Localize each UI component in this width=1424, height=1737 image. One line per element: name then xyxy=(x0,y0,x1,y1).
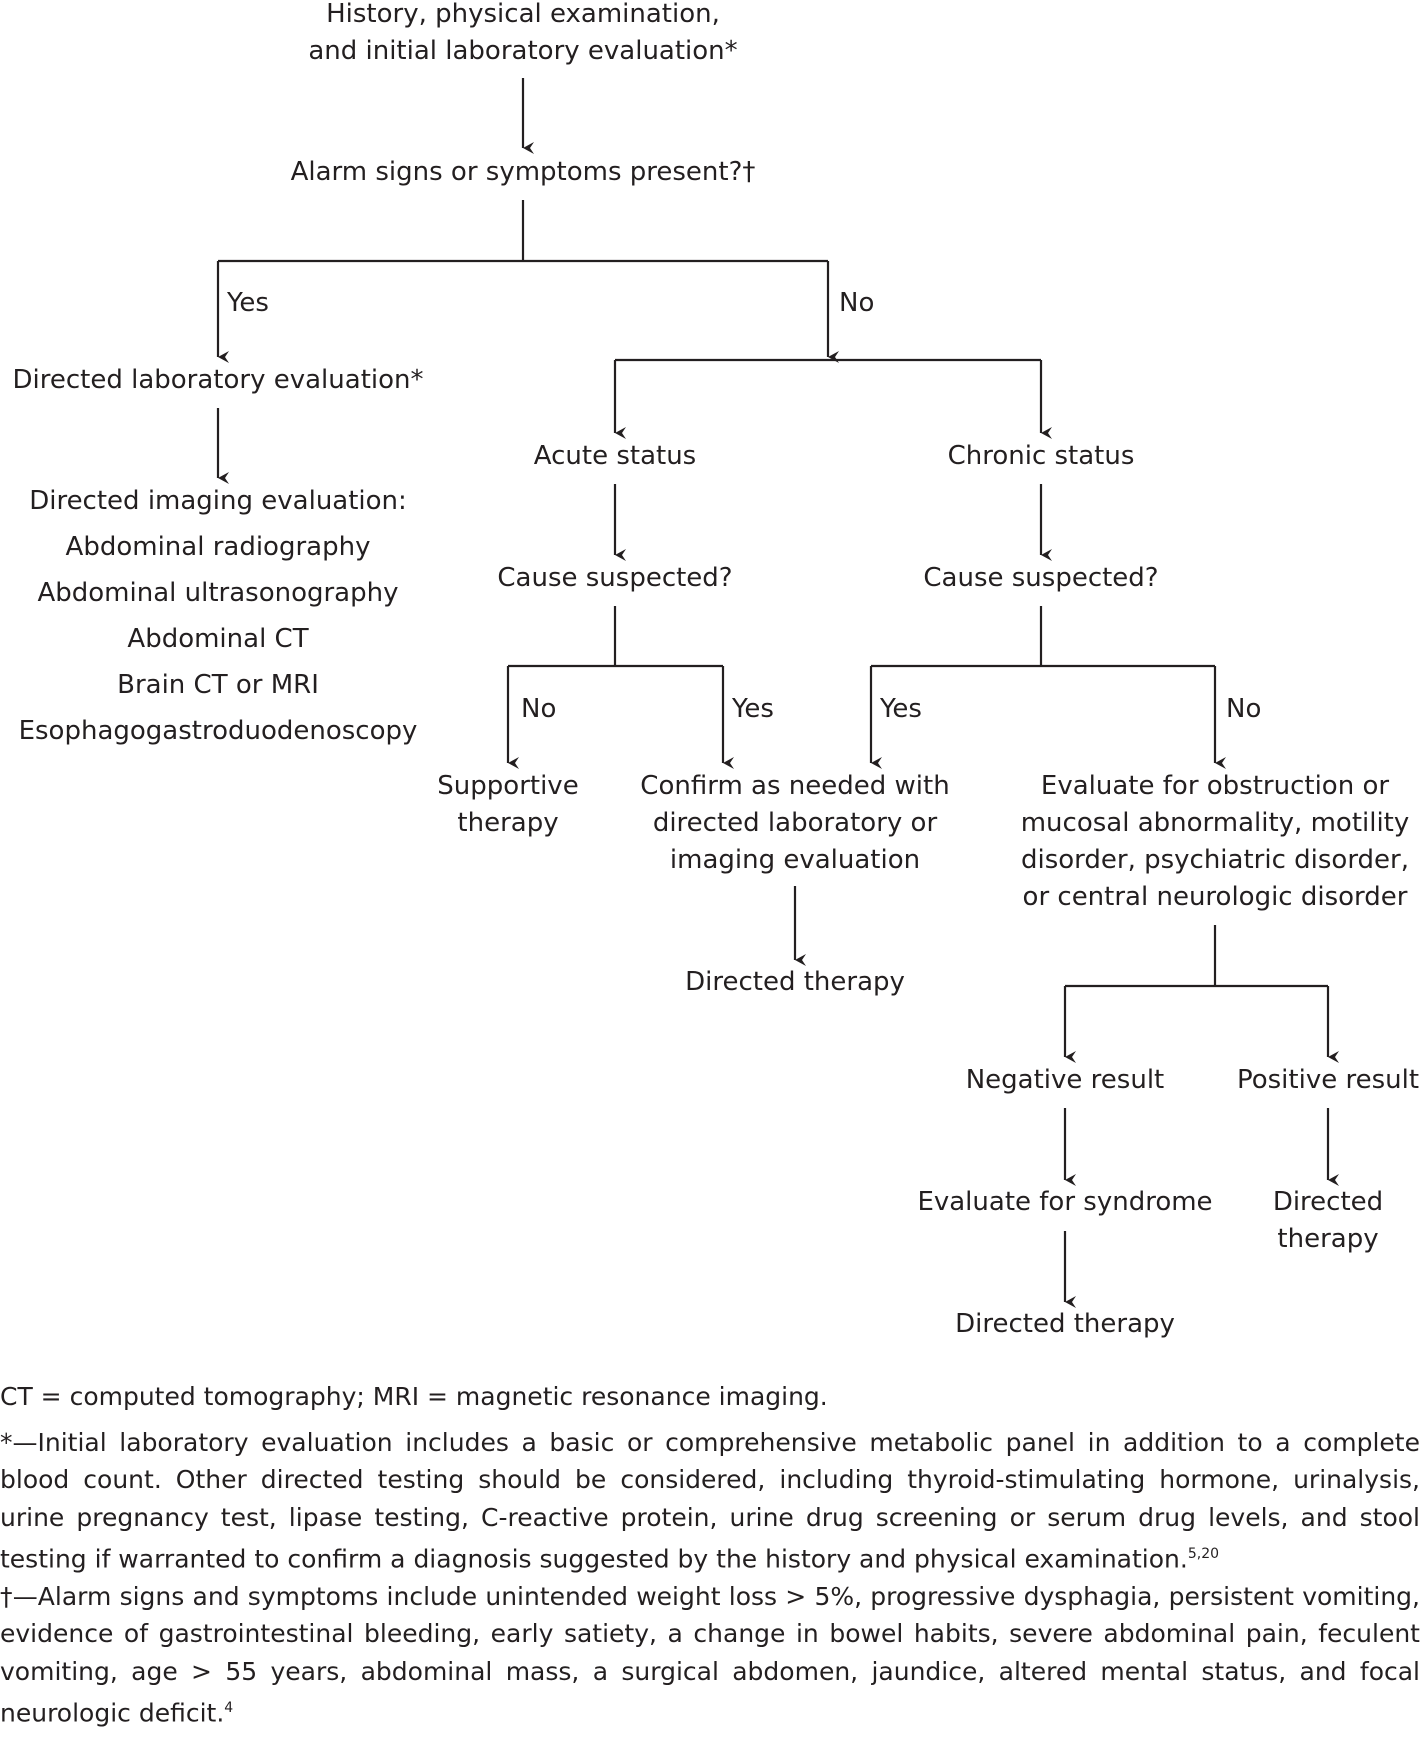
start-node: History, physical examination, and initi… xyxy=(273,0,773,70)
asterisk-footnote-refs: 5,20 xyxy=(1187,1546,1220,1562)
evaluate-obstruction-node: Evaluate for obstruction or mucosal abno… xyxy=(1005,768,1424,916)
asterisk-footnote-text: *—Initial laboratory evaluation includes… xyxy=(0,1427,1420,1574)
acute-no-label: No xyxy=(521,694,557,724)
acute-cause-suspected-node: Cause suspected? xyxy=(497,563,733,593)
chronic-yes-label: Yes xyxy=(880,694,922,724)
acute-directed-therapy-node: Directed therapy xyxy=(685,967,905,997)
positive-therapy-line-1: Directed xyxy=(1272,1187,1384,1217)
positive-directed-therapy-node: Directed therapy xyxy=(1238,1184,1418,1258)
chronic-cause-suspected-node: Cause suspected? xyxy=(923,563,1159,593)
start-line-1: History, physical examination, xyxy=(326,0,720,29)
supportive-therapy-node: Supportive therapy xyxy=(418,768,598,842)
evaluate-line-1: Evaluate for obstruction or xyxy=(1040,771,1390,801)
imaging-item: Abdominal radiography xyxy=(65,532,371,562)
start-line-2: and initial laboratory evaluation* xyxy=(308,36,738,66)
supportive-line-1: Supportive xyxy=(437,771,579,801)
confirm-node: Confirm as needed with directed laborato… xyxy=(625,768,965,879)
evaluate-line-2: mucosal abnormality, motility xyxy=(1020,808,1410,838)
directed-lab-node: Directed laboratory evaluation* xyxy=(12,365,424,395)
asterisk-footnote: *—Initial laboratory evaluation includes… xyxy=(0,1424,1420,1578)
imaging-item: Brain CT or MRI xyxy=(117,670,319,700)
chronic-no-label: No xyxy=(1226,694,1262,724)
negative-directed-therapy-node: Directed therapy xyxy=(955,1309,1175,1339)
imaging-item: Abdominal CT xyxy=(127,624,309,654)
directed-imaging-title: Directed imaging evaluation: xyxy=(29,486,407,516)
dagger-footnote: †—Alarm signs and symptoms include unint… xyxy=(0,1578,1420,1732)
dagger-footnote-text: †—Alarm signs and symptoms include unint… xyxy=(0,1581,1420,1728)
evaluate-line-3: disorder, psychiatric disorder, xyxy=(1020,845,1410,875)
evaluate-line-4: or central neurologic disorder xyxy=(1022,882,1408,912)
alarm-no-label: No xyxy=(839,288,875,318)
abbreviations-note: CT = computed tomography; MRI = magnetic… xyxy=(0,1382,828,1411)
imaging-item: Esophagogastroduodenoscopy xyxy=(18,716,418,746)
supportive-line-2: therapy xyxy=(457,808,559,838)
footnotes: CT = computed tomography; MRI = magnetic… xyxy=(0,1378,1420,1732)
chronic-status-node: Chronic status xyxy=(947,441,1135,471)
flowchart-connectors xyxy=(216,78,1339,1308)
imaging-item: Abdominal ultrasonography xyxy=(37,578,399,608)
directed-imaging-node: Directed imaging evaluation: Abdominal r… xyxy=(0,478,436,754)
alarm-yes-label: Yes xyxy=(227,288,269,318)
acute-yes-label: Yes xyxy=(732,694,774,724)
confirm-line-1: Confirm as needed with xyxy=(640,771,950,801)
acute-status-node: Acute status xyxy=(533,441,697,471)
dagger-footnote-refs: 4 xyxy=(224,1700,234,1717)
negative-result-node: Negative result xyxy=(965,1065,1165,1095)
confirm-line-2: directed laboratory or xyxy=(652,808,938,838)
alarm-question-node: Alarm signs or symptoms present?† xyxy=(290,157,756,187)
positive-therapy-line-2: therapy xyxy=(1277,1224,1379,1254)
evaluate-syndrome-node: Evaluate for syndrome xyxy=(917,1187,1213,1217)
confirm-line-3: imaging evaluation xyxy=(669,845,921,875)
positive-result-node: Positive result xyxy=(1236,1065,1420,1095)
